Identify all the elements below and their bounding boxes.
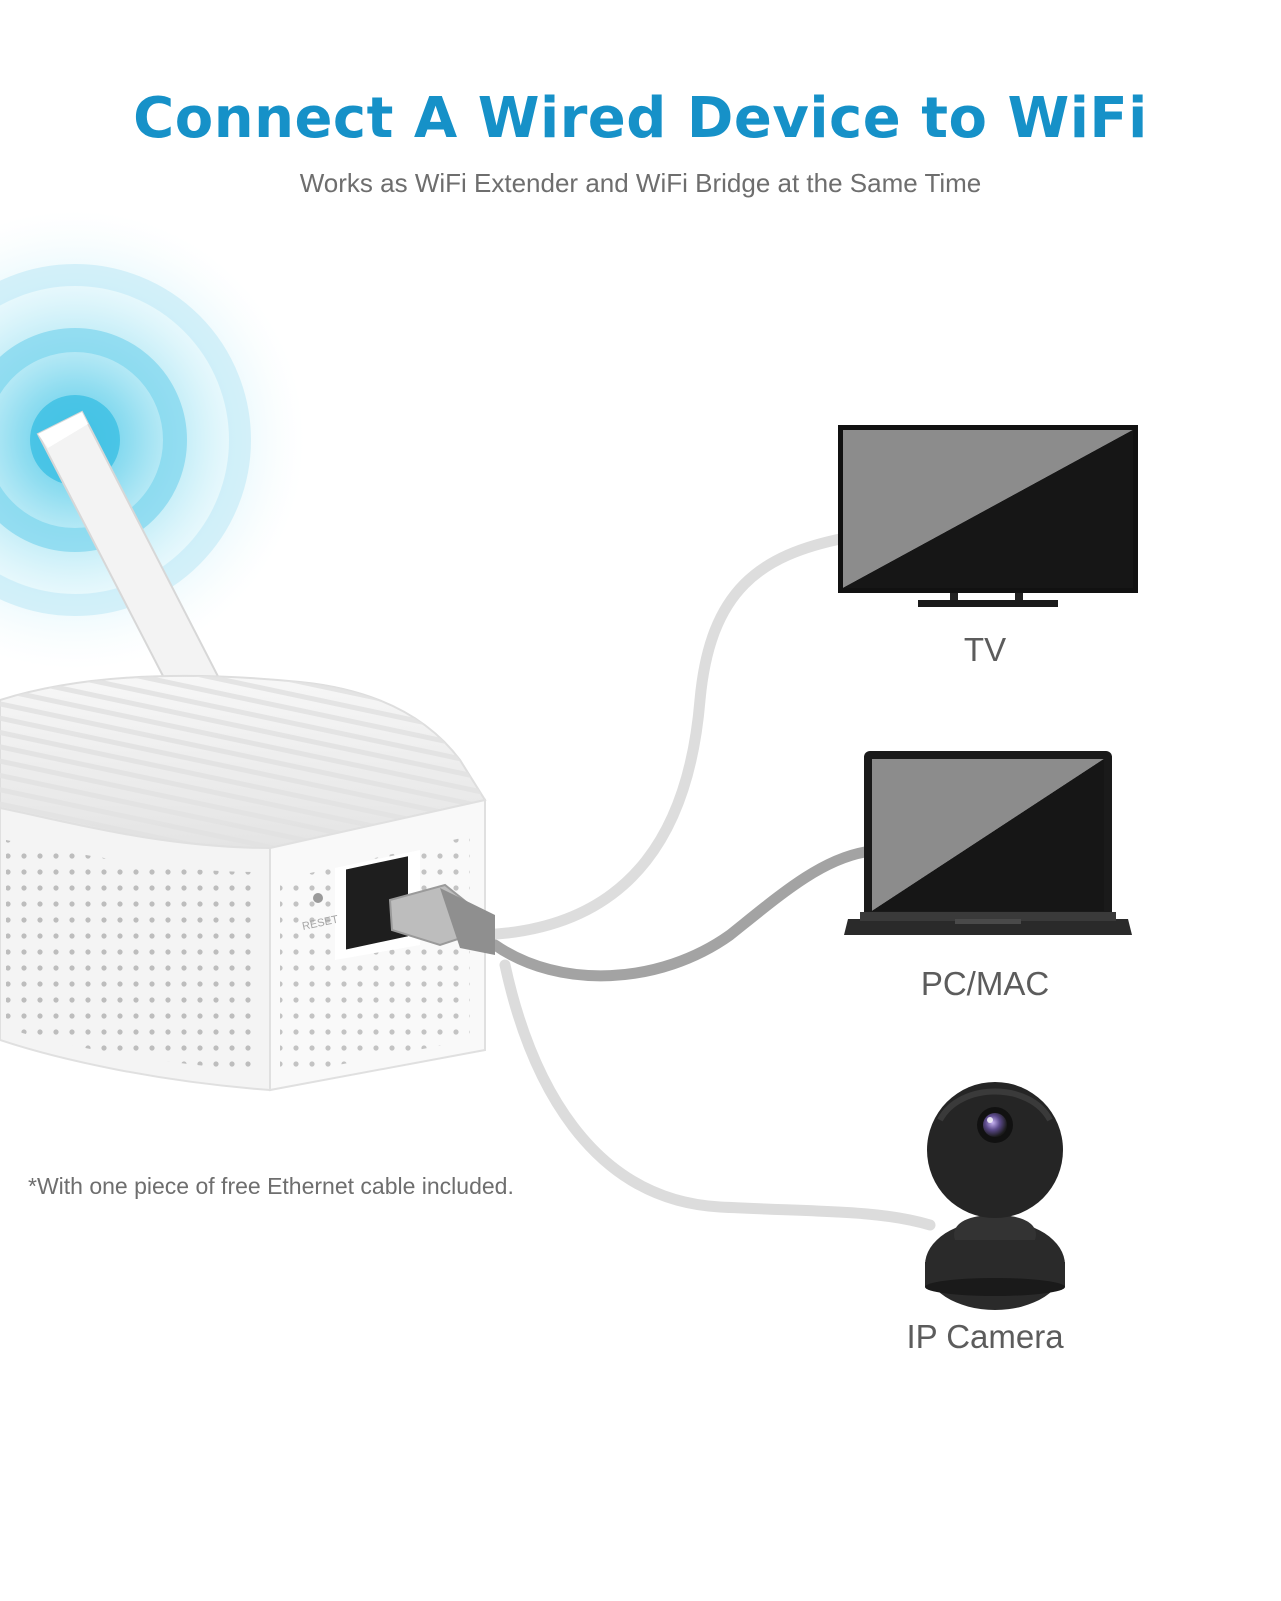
- page-title: Connect A Wired Device to WiFi: [133, 86, 1148, 151]
- cable-to-tv: [474, 532, 851, 941]
- device-label-pc: PC/MAC: [920, 965, 1050, 1002]
- cable-to-pc: [489, 846, 871, 982]
- wifi-extender: [0, 410, 495, 1092]
- ip-camera-icon: [925, 1082, 1065, 1310]
- page-subtitle: Works as WiFi Extender and WiFi Bridge a…: [299, 168, 982, 198]
- footnote: *With one piece of free Ethernet cable i…: [28, 1173, 514, 1199]
- laptop-icon: [844, 751, 1132, 935]
- ethernet-plug-icon: [388, 883, 495, 955]
- device-label-camera: IP Camera: [906, 1318, 1064, 1355]
- device-label-tv: TV: [963, 631, 1007, 668]
- cable-to-camera: [499, 959, 936, 1231]
- reset-button: [313, 893, 323, 903]
- ethernet-cables: [474, 532, 936, 1231]
- tv-icon: [838, 425, 1138, 607]
